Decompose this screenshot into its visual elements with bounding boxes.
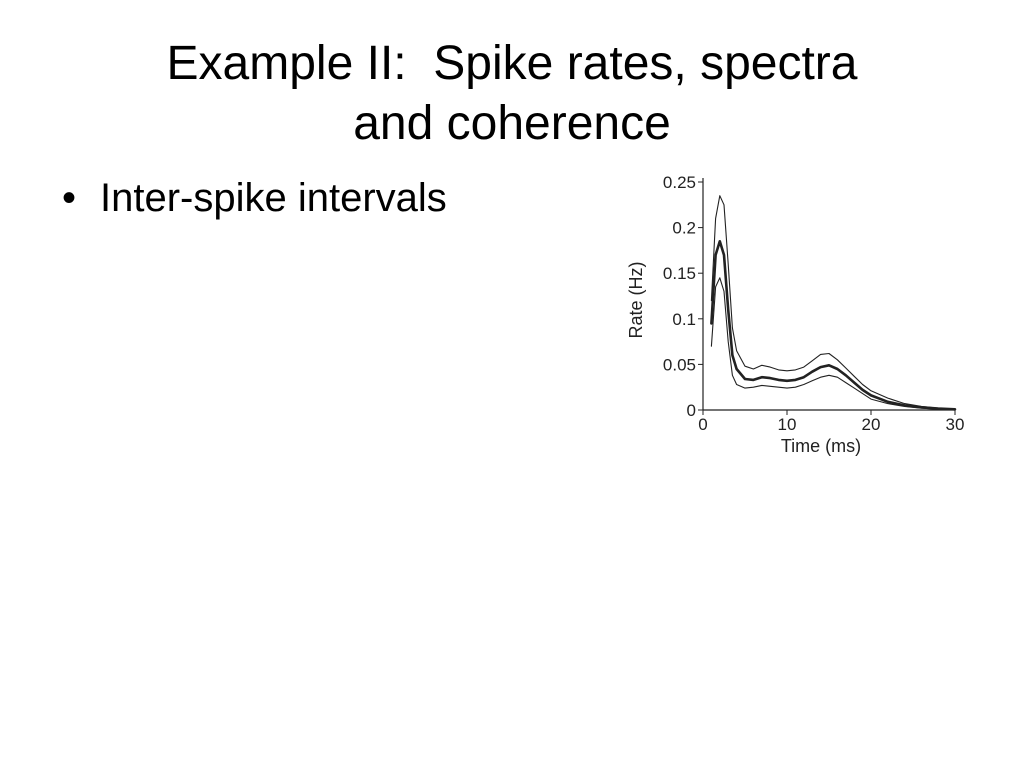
y-tick-label: 0 <box>687 401 696 420</box>
y-tick-label: 0.25 <box>663 173 696 192</box>
series-line-upper <box>710 195 956 410</box>
bullet-list: • Inter-spike intervals <box>62 172 447 224</box>
x-tick-label: 20 <box>862 415 881 434</box>
series-line-lower <box>710 277 956 411</box>
x-axis-label: Time (ms) <box>781 436 861 456</box>
slide-title-line-2: and coherence <box>353 97 671 150</box>
y-tick-label: 0.2 <box>672 219 696 238</box>
bullet-icon: • <box>62 176 77 220</box>
y-tick-label: 0.1 <box>672 310 696 329</box>
y-tick-label: 0.15 <box>663 264 696 283</box>
y-axis-label: Rate (Hz) <box>626 261 646 338</box>
bullet-text: Inter-spike intervals <box>100 176 447 220</box>
slide-title: Example II: Spike rates, spectra and coh… <box>0 34 1024 154</box>
y-tick-label: 0.05 <box>663 355 696 374</box>
x-tick-label: 0 <box>698 415 707 434</box>
slide-title-line-1: Example II: Spike rates, spectra <box>166 37 858 90</box>
bullet-item: • Inter-spike intervals <box>62 172 447 224</box>
series-line-mean <box>710 240 957 411</box>
x-tick-label: 10 <box>778 415 797 434</box>
x-tick-label: 30 <box>946 415 965 434</box>
